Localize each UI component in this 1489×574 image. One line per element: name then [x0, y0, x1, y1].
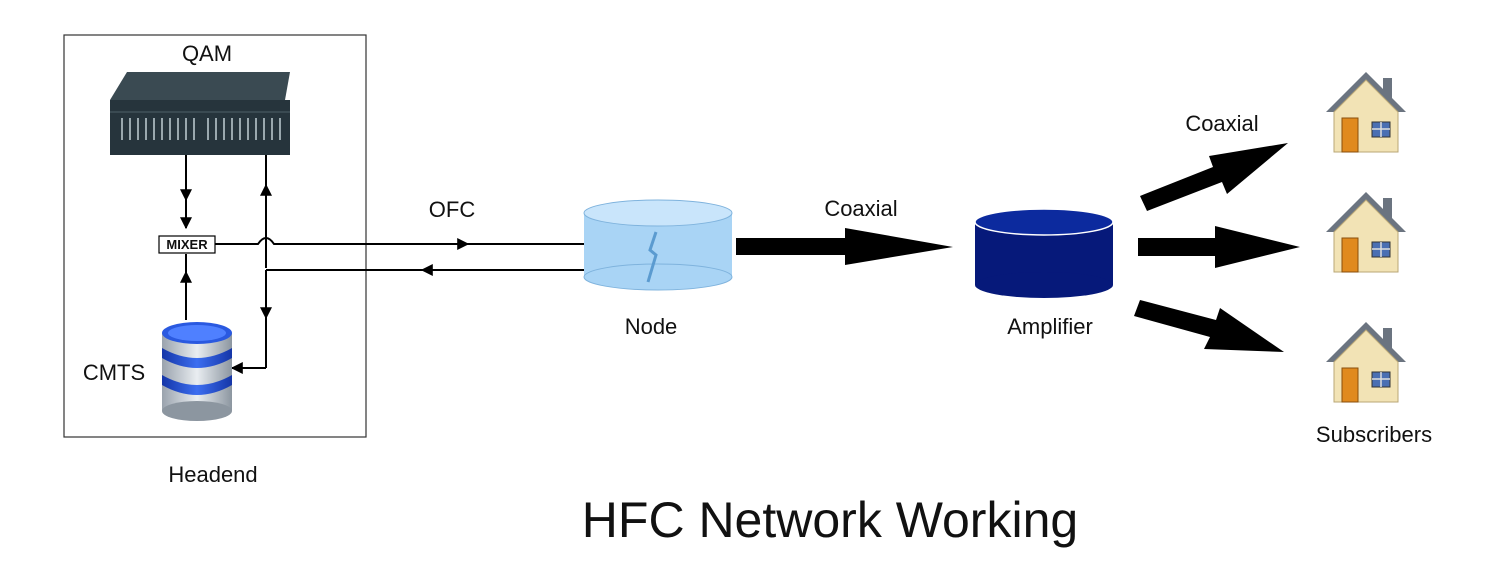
node-to-amplifier-arrow — [736, 228, 953, 265]
amplifier-cylinder-icon — [974, 208, 1114, 298]
mixer-label: MIXER — [166, 237, 208, 252]
house-icon — [1326, 322, 1406, 403]
branch-arrow-top — [1140, 143, 1288, 211]
ofc-label: OFC — [429, 197, 476, 222]
qam-label: QAM — [182, 41, 232, 66]
coaxial-link-label: Coaxial — [824, 196, 897, 221]
headend-box — [63, 34, 367, 438]
coaxial-branch-label: Coaxial — [1185, 111, 1258, 136]
node-label: Node — [625, 314, 678, 339]
branch-arrow-middle — [1138, 226, 1300, 268]
cmts-server-icon — [162, 322, 232, 421]
node-cylinder-icon — [583, 199, 733, 291]
branch-arrow-bottom — [1134, 300, 1284, 352]
qam-device-icon — [110, 72, 290, 155]
amplifier-label: Amplifier — [1007, 314, 1093, 339]
cmts-label: CMTS — [83, 360, 145, 385]
house-icon — [1326, 72, 1406, 153]
subscribers-label: Subscribers — [1316, 422, 1432, 447]
diagram-title: HFC Network Working — [582, 492, 1078, 548]
headend-label: Headend — [168, 462, 257, 487]
house-icon — [1326, 192, 1406, 273]
downstream-fiber-line — [215, 237, 585, 245]
